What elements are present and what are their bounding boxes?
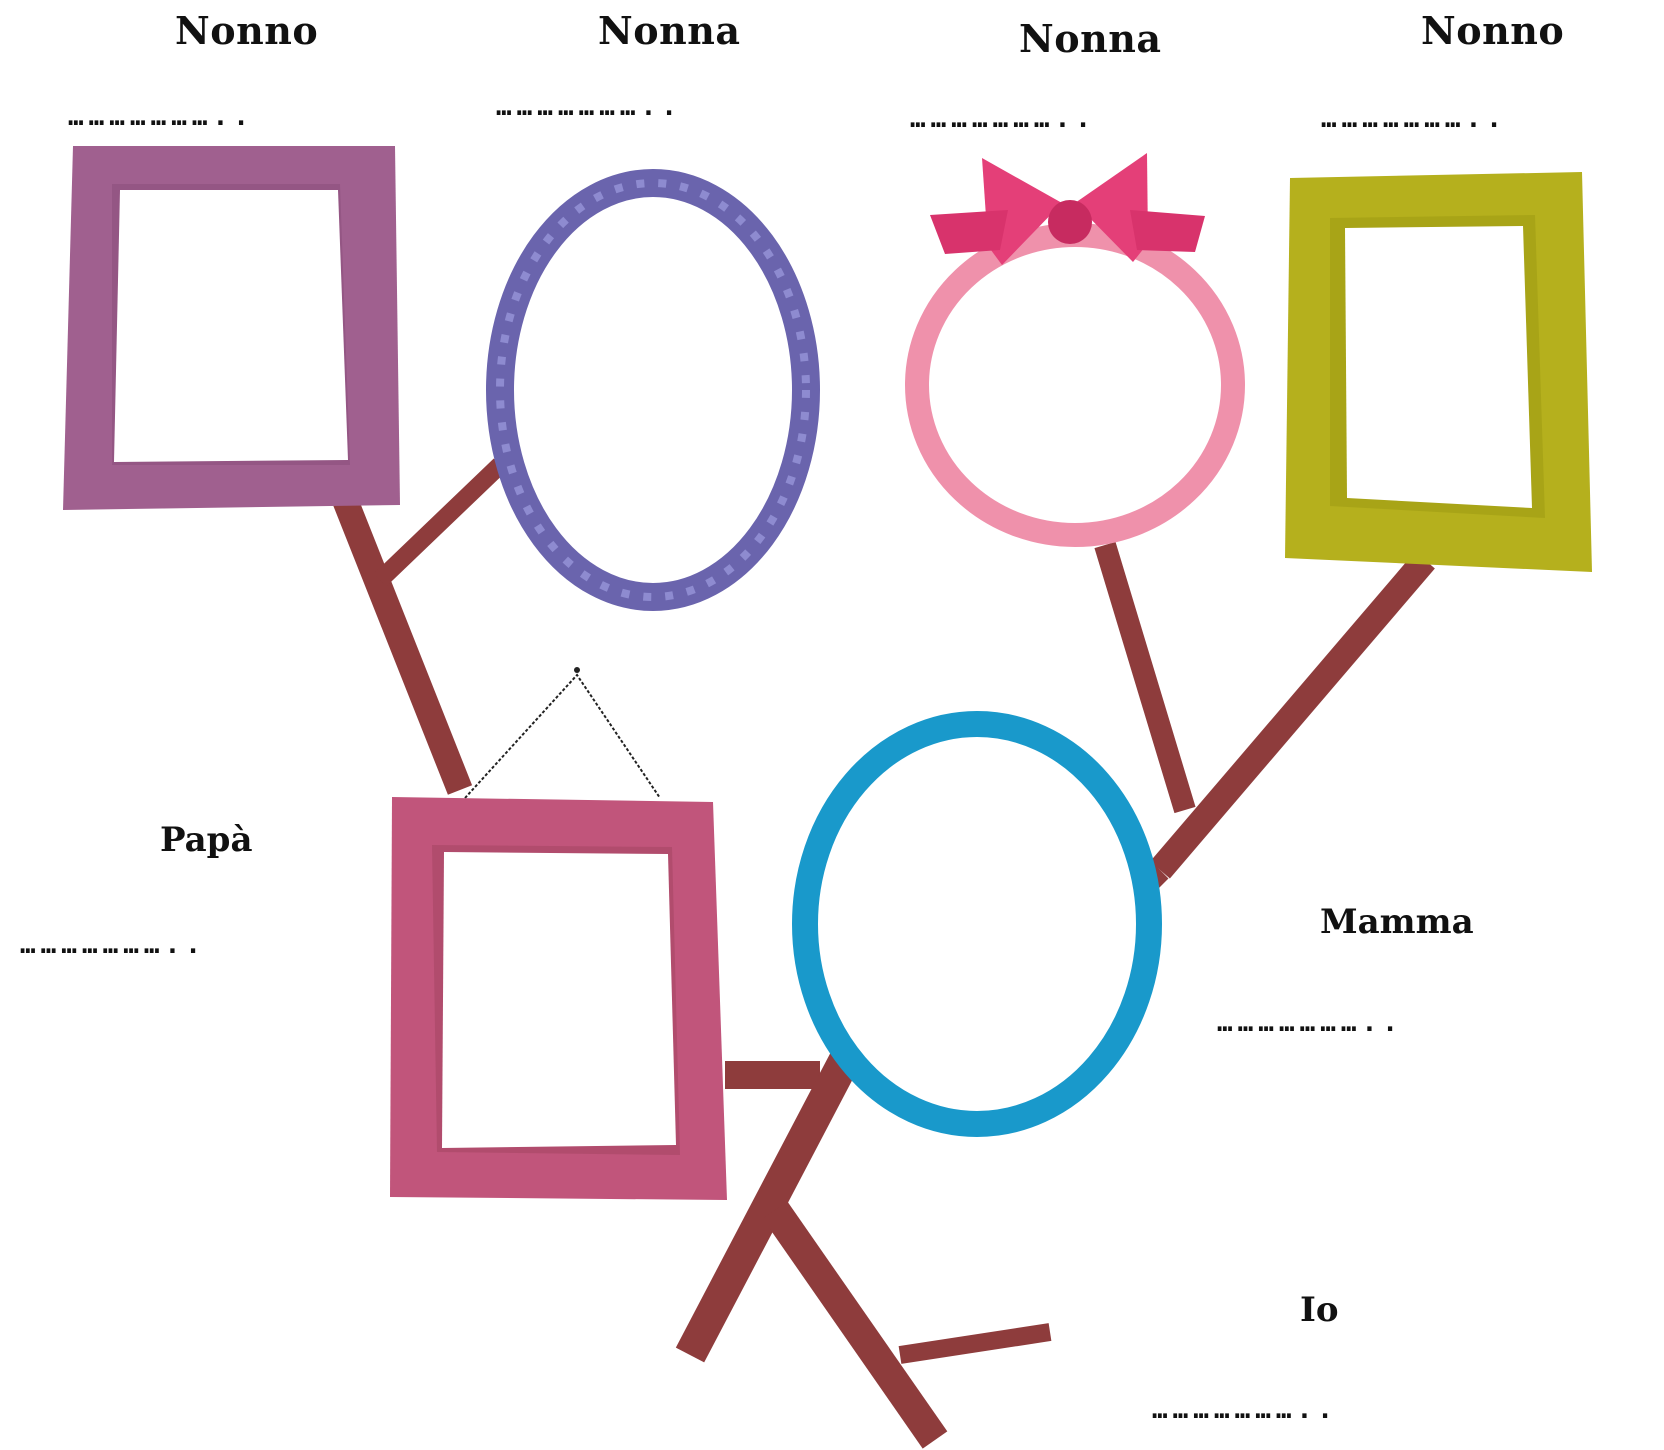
label-papa: Papà	[160, 820, 253, 860]
label-nonno-right: Nonno	[1421, 8, 1564, 53]
root-small	[900, 1332, 1050, 1355]
trunk-right	[775, 1210, 935, 1440]
blank-line-nonna-right[interactable]: …………………..	[910, 104, 1096, 134]
label-mamma: Mamma	[1320, 902, 1474, 942]
frame-hanging-string	[465, 675, 660, 798]
blank-line-nonno-left[interactable]: …………………..	[68, 102, 254, 132]
branch-nonno-left-to-papa	[345, 500, 460, 790]
blank-line-nonno-right[interactable]: …………………..	[1321, 104, 1507, 134]
label-nonno-left: Nonno	[175, 8, 318, 53]
label-nonna-right: Nonna	[1019, 16, 1161, 61]
frame-nonno-right	[1285, 172, 1592, 572]
bow-icon	[930, 153, 1205, 265]
blank-line-nonna-left[interactable]: …………………..	[496, 92, 682, 122]
branch-nonno-right-to-mamma	[1160, 560, 1425, 870]
frame-mamma	[805, 724, 1149, 1124]
frame-nonna-right	[917, 153, 1233, 535]
label-io: Io	[1300, 1290, 1339, 1330]
frame-nonno-left	[63, 146, 400, 510]
label-nonna-left: Nonna	[598, 8, 740, 53]
blank-line-papa[interactable]: …………………..	[20, 930, 206, 960]
blank-line-io[interactable]: …………………..	[1152, 1395, 1338, 1425]
branch-nonna-right-to-mamma	[1105, 545, 1185, 810]
frame-hanging-nail	[574, 667, 580, 673]
frame-nonna-left	[500, 183, 806, 597]
blank-line-mamma[interactable]: …………………..	[1217, 1008, 1403, 1038]
frame-papa	[390, 797, 727, 1200]
